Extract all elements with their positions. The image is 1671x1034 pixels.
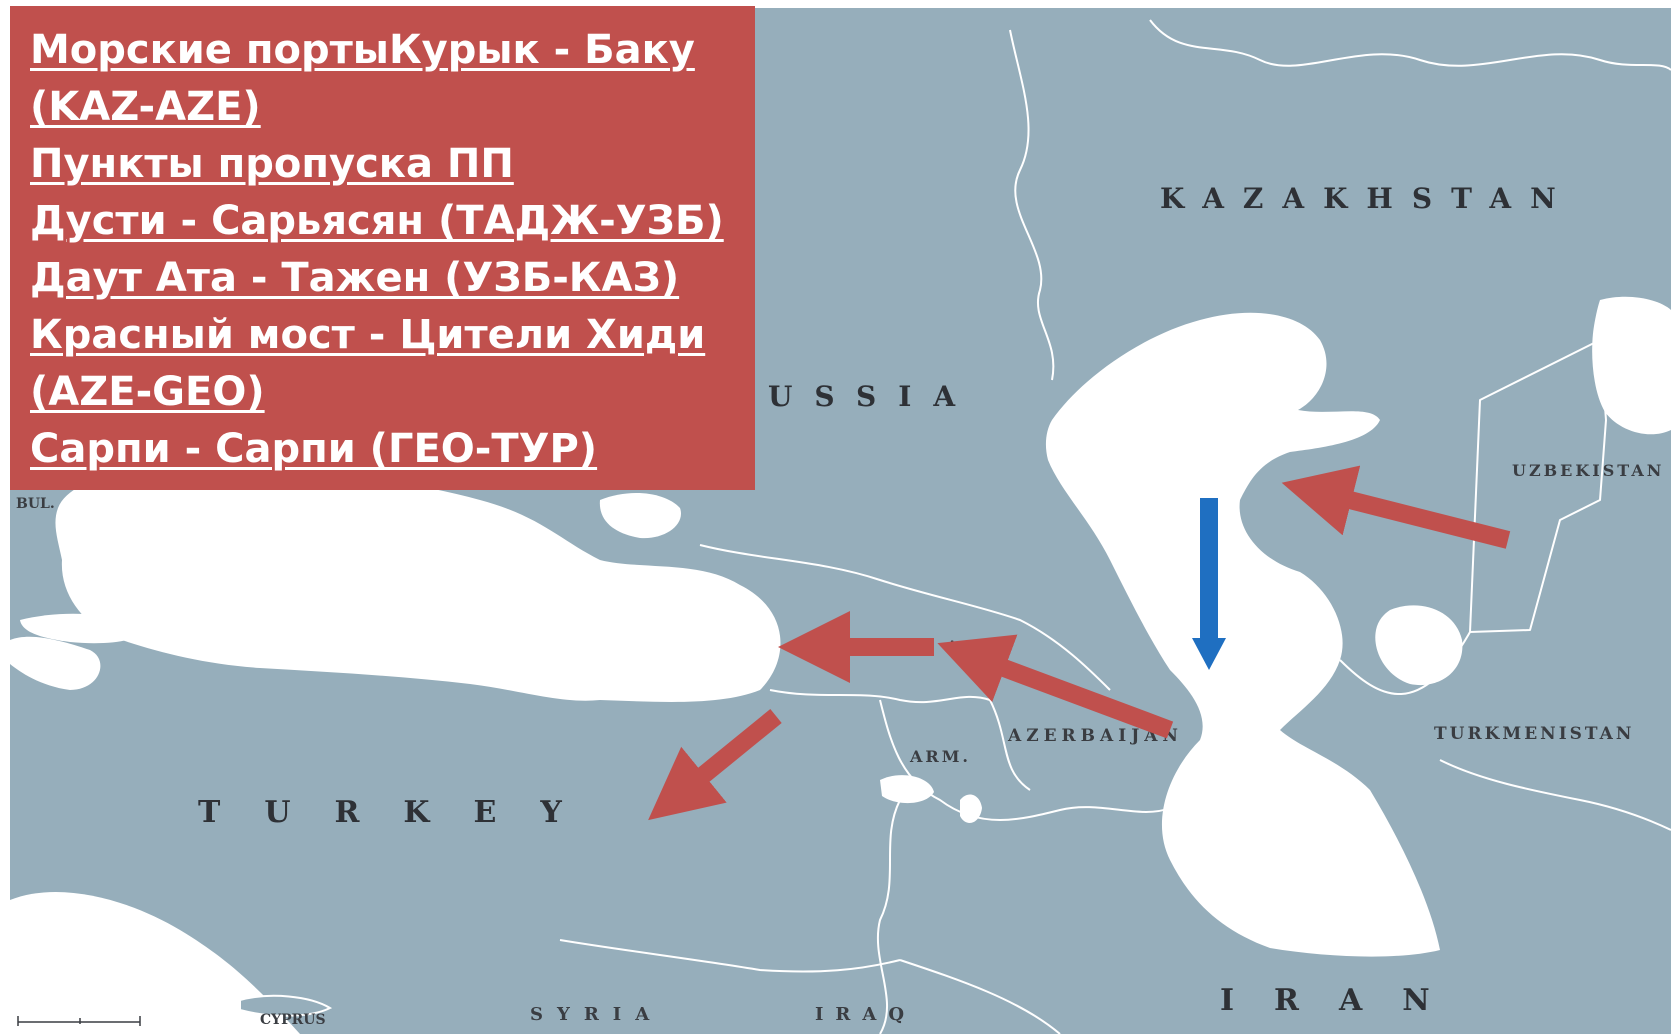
- sea-route-arrow-kuryk-baku: [1192, 498, 1226, 670]
- turkey-label: TURKEY: [198, 795, 606, 830]
- legend-line-checkpoints: Пункты пропуска ПП: [30, 141, 514, 187]
- sea-of-marmara: [20, 613, 142, 644]
- armenia-label: ARM.: [909, 747, 971, 766]
- uzbekistan-label: UZBEKISTAN: [1512, 461, 1664, 480]
- russia-label: USSIA: [768, 380, 977, 413]
- sea-of-azov: [599, 493, 681, 539]
- iraq-label: IRAQ: [815, 1004, 916, 1025]
- legend-line-sarpi: Сарпи - Сарпи (ГЕО-ТУР): [30, 426, 598, 472]
- scale-bar: [17, 1016, 141, 1026]
- arrow-uzbekistan-to-caspian: [1281, 465, 1511, 549]
- arrow-sarpi-to-turkey: [648, 709, 782, 821]
- cyprus-label: CYPRUS: [260, 1012, 326, 1028]
- mediterranean-sea: [10, 891, 300, 1034]
- georgia-label-fragment: A: [945, 637, 959, 656]
- legend-line-red-bridge: Красный мост - Цители Хиди: [30, 312, 706, 358]
- kara-bogaz-gol: [1375, 605, 1463, 686]
- syria-label: SYRIA: [530, 1004, 663, 1025]
- legend-line-aze-geo: (AZE-GEO): [30, 369, 265, 415]
- legend-line-dusti-saryasiya: Дусти - Сарьясян (ТАДЖ-УЗБ): [30, 198, 724, 244]
- legend-line-kaz-aze: (KAZ-AZE): [30, 84, 261, 130]
- route-arrows: [648, 465, 1511, 821]
- legend-line-sea-ports: Морские портыКурык - Баку: [30, 27, 695, 73]
- bulgaria-label: BUL.: [16, 496, 55, 512]
- legend-line-daut-ata-tazhen: Даут Ата - Тажен (УЗБ-КАЗ): [30, 255, 680, 301]
- checkpoints-legend: Морские портыКурык - Баку (KAZ-AZE) Пунк…: [10, 6, 755, 490]
- aral-sea: [1592, 296, 1671, 435]
- lake-van: [880, 775, 934, 804]
- lake-urmia: [960, 794, 982, 823]
- caspian-sea: [1045, 312, 1440, 957]
- cyprus-island: [239, 994, 333, 1017]
- aegean-sea: [10, 636, 101, 690]
- kazakhstan-label: KAZAKHSTAN: [1160, 182, 1575, 215]
- black-sea: [55, 469, 781, 702]
- iran-label: IRAN: [1220, 983, 1470, 1018]
- turkmenistan-label: TURKMENISTAN: [1434, 724, 1634, 744]
- azerbaijan-label: AZERBAIJAN: [1007, 726, 1183, 746]
- country-borders: [559, 19, 1671, 1034]
- arrow-baku-to-georgia: [937, 634, 1174, 739]
